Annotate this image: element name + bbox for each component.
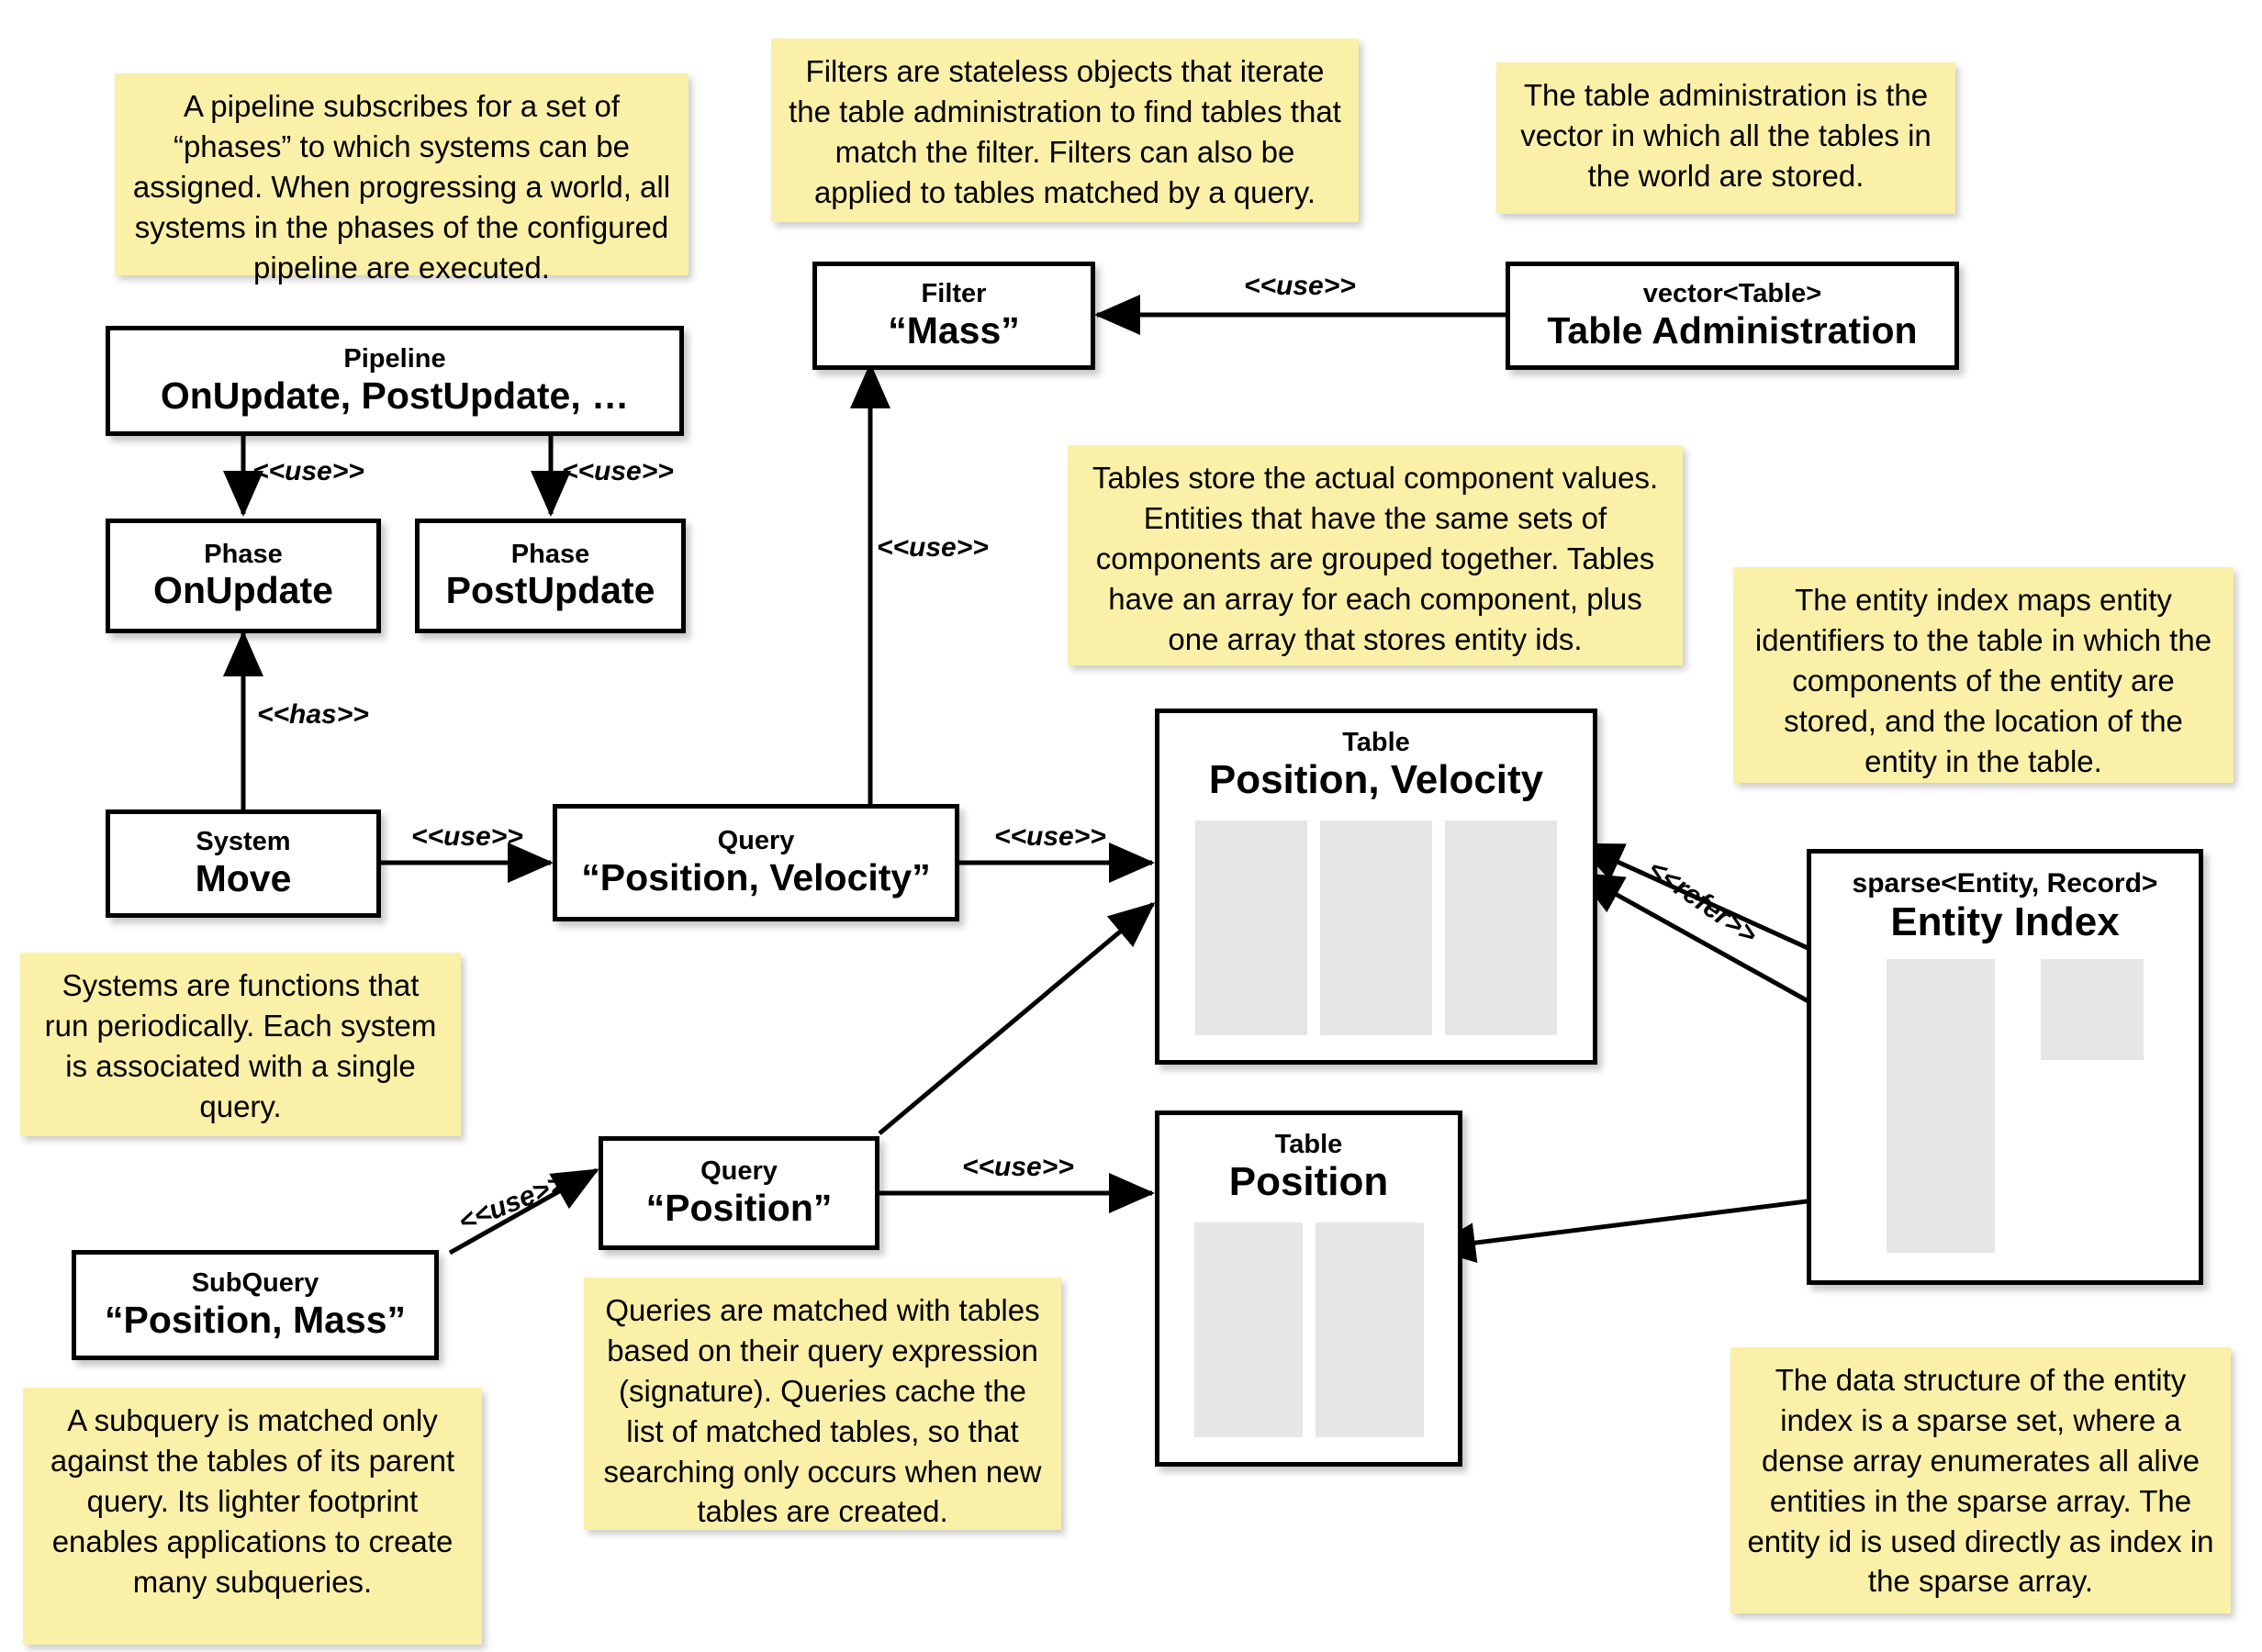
table-p-columns — [1159, 1222, 1458, 1437]
note-queries: Queries are matched with tables based on… — [584, 1278, 1061, 1530]
node-system-move-name: Move — [195, 856, 292, 899]
node-pipeline-name: OnUpdate, PostUpdate, … — [160, 374, 630, 417]
edge-label-system-to-query: <<use>> — [411, 821, 523, 852]
note-tables: Tables store the actual component values… — [1068, 445, 1683, 665]
node-filter-mass-stereotype: Filter — [921, 279, 987, 309]
node-subquery-name: “Position, Mass” — [104, 1298, 407, 1341]
node-query-p-stereotype: Query — [700, 1156, 778, 1187]
node-subquery-stereotype: SubQuery — [191, 1268, 319, 1299]
entity-index-dense-array — [2041, 959, 2144, 1060]
node-phase-onupdate-stereotype: Phase — [204, 539, 283, 569]
node-phase-postupdate-stereotype: Phase — [510, 539, 590, 569]
node-table-admin-name: Table Administration — [1547, 308, 1918, 352]
table-p-column-array — [1193, 1222, 1303, 1437]
node-system-move[interactable]: System Move — [106, 809, 381, 918]
note-entity-index: The entity index maps entity identifiers… — [1733, 567, 2234, 783]
node-table-pv-stereotype: Table — [1342, 728, 1410, 757]
node-table-position-velocity[interactable]: Table Position, Velocity — [1155, 709, 1597, 1065]
table-pv-column-array — [1445, 820, 1557, 1035]
edge-label-entityindex-to-table-pv: <<refer>> — [1642, 854, 1764, 951]
edge-label-query-p-to-table-p: <<use>> — [962, 1152, 1074, 1182]
table-pv-columns — [1159, 820, 1593, 1035]
note-subquery: A subquery is matched only against the t… — [23, 1388, 482, 1645]
note-table-admin: The table administration is the vector i… — [1496, 62, 1955, 214]
node-pipeline-stereotype: Pipeline — [343, 344, 446, 374]
node-query-p-name: “Position” — [645, 1186, 833, 1229]
node-table-pv-name: Position, Velocity — [1208, 757, 1544, 803]
node-query-position-velocity[interactable]: Query “Position, Velocity” — [553, 804, 959, 921]
node-table-administration[interactable]: vector<Table> Table Administration — [1506, 262, 1959, 370]
node-entity-index-name: Entity Index — [1890, 899, 2120, 944]
note-pipeline: A pipeline subscribes for a set of “phas… — [115, 73, 689, 285]
node-entity-index-stereotype: sparse<Entity, Record> — [1852, 868, 2158, 899]
table-pv-column-array — [1195, 820, 1307, 1035]
edge-label-system-to-phase: <<has>> — [257, 699, 369, 730]
node-pipeline[interactable]: Pipeline OnUpdate, PostUpdate, … — [106, 326, 684, 436]
node-phase-postupdate-name: PostUpdate — [445, 569, 655, 612]
edge-query-p-to-table-pv — [878, 902, 1156, 1135]
edge-label-tableadmin-to-filter: <<use>> — [1244, 271, 1356, 301]
node-entity-index[interactable]: sparse<Entity, Record> Entity Index — [1807, 849, 2203, 1285]
node-table-p-name: Position — [1228, 1159, 1389, 1205]
node-query-position[interactable]: Query “Position” — [599, 1136, 879, 1250]
edge-label-pipeline-to-onupdate: <<use>> — [252, 456, 364, 486]
node-table-admin-stereotype: vector<Table> — [1642, 279, 1822, 309]
edge-label-query-pv-to-filter: <<use>> — [877, 532, 989, 563]
node-table-position[interactable]: Table Position — [1155, 1111, 1462, 1467]
table-p-column-array — [1315, 1222, 1424, 1437]
note-systems: Systems are functions that run periodica… — [20, 953, 461, 1136]
entity-index-sparse-array — [1887, 959, 1995, 1253]
node-filter-mass[interactable]: Filter “Mass” — [812, 262, 1095, 370]
node-filter-mass-name: “Mass” — [888, 308, 1020, 352]
edge-label-subquery-to-query-p: <<use>> — [454, 1167, 570, 1238]
node-query-pv-name: “Position, Velocity” — [581, 855, 931, 899]
note-sparse-set: The data structure of the entity index i… — [1730, 1347, 2231, 1613]
table-pv-column-array — [1320, 820, 1432, 1035]
node-phase-onupdate-name: OnUpdate — [153, 569, 333, 612]
node-query-pv-stereotype: Query — [717, 826, 795, 856]
node-table-p-stereotype: Table — [1274, 1130, 1343, 1159]
node-system-move-stereotype: System — [196, 827, 291, 857]
note-filter: Filters are stateless objects that itera… — [771, 39, 1359, 222]
node-phase-postupdate[interactable]: Phase PostUpdate — [415, 519, 686, 633]
edge-label-pipeline-to-postupdate: <<use>> — [562, 456, 674, 486]
edge-label-query-pv-to-table-pv: <<use>> — [994, 821, 1106, 852]
node-subquery-position-mass[interactable]: SubQuery “Position, Mass” — [72, 1250, 439, 1360]
node-phase-onupdate[interactable]: Phase OnUpdate — [106, 519, 381, 633]
